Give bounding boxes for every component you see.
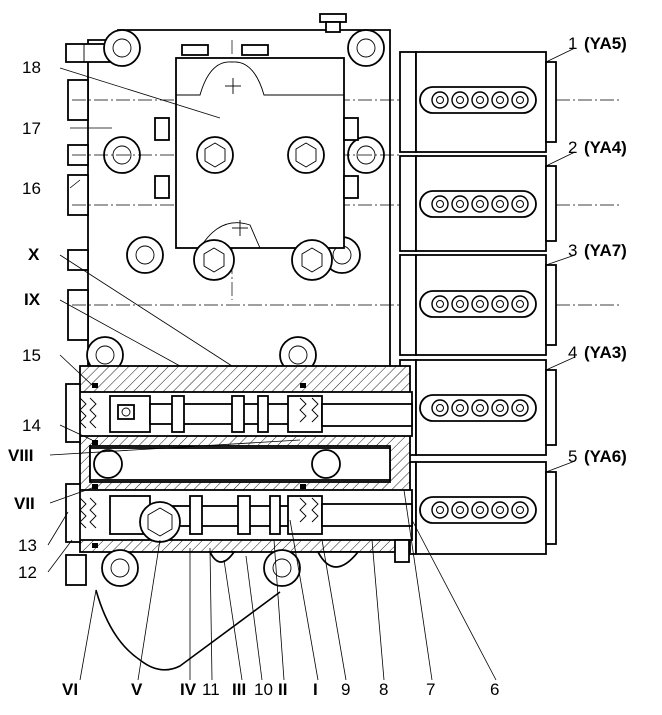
connector-pin-core: [496, 506, 504, 514]
connector-pin-core: [456, 404, 464, 412]
label-III: III: [232, 680, 246, 699]
label-V: V: [131, 680, 143, 699]
connector-pin-core: [476, 96, 484, 104]
solenoid-stack: [399, 51, 557, 555]
connector-pin-core: [496, 96, 504, 104]
connector-pin-core: [436, 300, 444, 308]
connector-pin: [511, 195, 529, 213]
label-VII: VII: [14, 494, 35, 513]
label-6: 6: [490, 680, 499, 699]
connector-pin-core: [516, 506, 524, 514]
label-8: 8: [379, 680, 388, 699]
connector-pin: [471, 501, 489, 519]
connector-pin: [511, 501, 529, 519]
connector-pin-core: [496, 404, 504, 412]
label-13: 13: [18, 536, 37, 555]
connector-pin: [511, 295, 529, 313]
label-ya6: (YA6): [584, 447, 627, 466]
connector-pin: [511, 399, 529, 417]
connector-pin: [491, 399, 509, 417]
label-16: 16: [22, 179, 41, 198]
callout-labels: 1 (YA5) 2 (YA4) 3 (YA7) 4 (YA3) 5 (YA6) …: [8, 34, 627, 699]
connector-pin: [451, 501, 469, 519]
label-11: 11: [202, 680, 220, 699]
connector-pin-core: [436, 506, 444, 514]
connector-pin: [451, 91, 469, 109]
label-12: 12: [18, 563, 37, 582]
connector-pin: [451, 295, 469, 313]
label-14: 14: [22, 416, 41, 435]
label-9: 9: [341, 680, 350, 699]
connector-pin-core: [456, 300, 464, 308]
label-2: 2: [568, 138, 577, 157]
connector-pin: [451, 195, 469, 213]
label-I: I: [313, 680, 318, 699]
connector-pin-core: [456, 506, 464, 514]
label-ya4: (YA4): [584, 138, 627, 157]
connector-pin-core: [436, 404, 444, 412]
connector-pin-core: [436, 200, 444, 208]
connector-pin: [491, 91, 509, 109]
label-VIII: VIII: [8, 446, 34, 465]
label-VI: VI: [62, 680, 78, 699]
connector-pin: [431, 91, 449, 109]
connector-pin: [471, 195, 489, 213]
label-3: 3: [568, 241, 577, 260]
label-X: X: [28, 245, 40, 264]
label-10: 10: [254, 680, 273, 699]
connector-pin-core: [496, 300, 504, 308]
label-5: 5: [568, 447, 577, 466]
connector-pin-core: [516, 404, 524, 412]
connector-pin-core: [456, 200, 464, 208]
connector-pin: [431, 195, 449, 213]
label-ya5: (YA5): [584, 34, 627, 53]
connector-pin: [471, 295, 489, 313]
connector-pin-core: [476, 200, 484, 208]
connector-pin-core: [516, 200, 524, 208]
label-IX: IX: [24, 290, 41, 309]
label-ya7: (YA7): [584, 241, 627, 260]
connector-pin-core: [476, 404, 484, 412]
connector-pin-core: [476, 300, 484, 308]
connector-pin: [471, 399, 489, 417]
label-15: 15: [22, 346, 41, 365]
connector-pin-core: [456, 96, 464, 104]
connector-pins: [431, 91, 529, 519]
connector-pin: [491, 501, 509, 519]
label-7: 7: [426, 680, 435, 699]
spool-housing: [65, 365, 413, 671]
leader-lines: [47, 47, 576, 681]
connector-pin-core: [436, 96, 444, 104]
connector-pin-core: [516, 96, 524, 104]
pilot-valve-block: [154, 44, 359, 281]
connector-pin: [491, 295, 509, 313]
connector-pin-core: [516, 300, 524, 308]
label-4: 4: [568, 343, 577, 362]
label-1: 1: [568, 34, 577, 53]
label-II: II: [278, 680, 287, 699]
label-18: 18: [22, 58, 41, 77]
connector-pin: [511, 91, 529, 109]
connector-pin: [451, 399, 469, 417]
label-IV: IV: [180, 680, 197, 699]
connector-pin: [431, 295, 449, 313]
connector-pin-core: [496, 200, 504, 208]
connector-pin-core: [476, 506, 484, 514]
label-ya3: (YA3): [584, 343, 627, 362]
connector-pin: [431, 501, 449, 519]
connector-pin: [471, 91, 489, 109]
connector-pin: [431, 399, 449, 417]
label-17: 17: [22, 119, 41, 138]
connector-pin: [491, 195, 509, 213]
